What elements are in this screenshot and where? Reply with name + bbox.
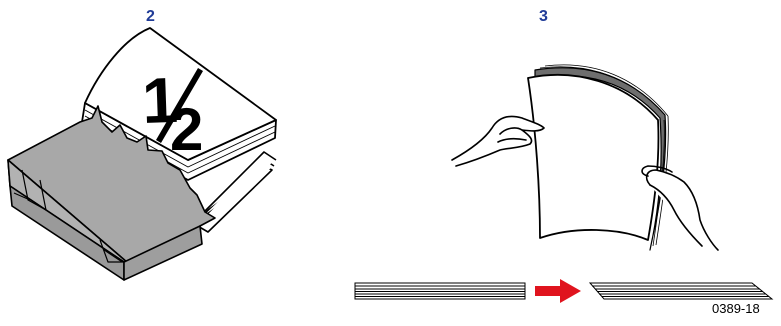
stack-before [355,283,525,299]
figure-id: 0389-18 [712,301,760,316]
right-arrow-icon [535,279,581,303]
stack-after [590,283,772,299]
